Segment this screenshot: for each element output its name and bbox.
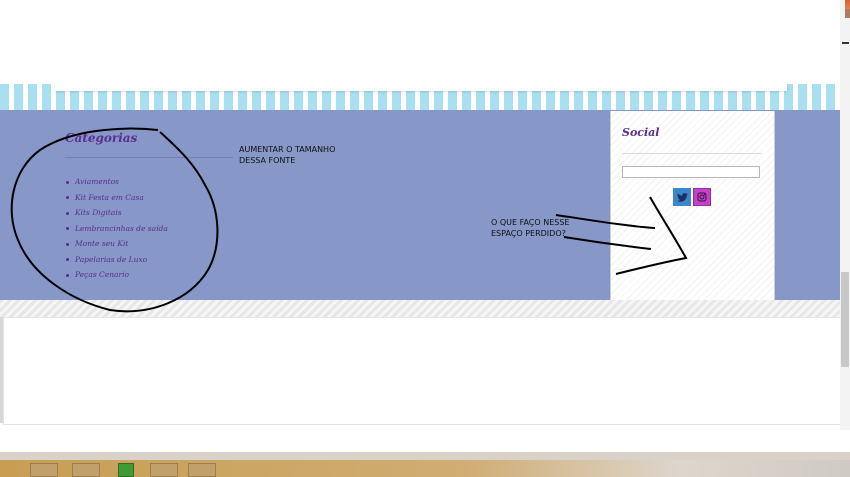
- social-widget: [610, 111, 775, 317]
- list-bullet: [66, 196, 69, 199]
- annotation-empty-space-note: O QUE FAÇO NESSE ESPAÇO PERDIDO?: [491, 218, 570, 238]
- category-link-papelarias[interactable]: Papelarias de Luxo: [66, 252, 168, 268]
- taskbar-item-active[interactable]: [118, 463, 134, 477]
- list-bullet: [66, 211, 69, 215]
- social-search-input[interactable]: [622, 166, 760, 178]
- category-label[interactable]: Aviamentos: [75, 177, 119, 186]
- category-link-pecas-cenario[interactable]: Peças Cenario: [66, 267, 168, 283]
- category-label[interactable]: Lembrancinhas de saída: [75, 223, 168, 233]
- page-top-area: [0, 0, 850, 86]
- category-link-aviamentos[interactable]: Aviamentos: [66, 174, 168, 190]
- annotation-font-size-note: AUMENTAR O TAMANHO DESSA FONTE: [239, 145, 336, 165]
- twitter-button[interactable]: [673, 188, 691, 206]
- vertical-scrollbar[interactable]: [840, 0, 850, 430]
- categories-divider: [65, 157, 233, 158]
- twitter-icon: [676, 192, 688, 202]
- category-label[interactable]: Kits Digitais: [75, 208, 122, 217]
- social-title: Social: [622, 126, 660, 139]
- list-bullet: [66, 227, 69, 230]
- category-label[interactable]: Peças Cenario: [75, 270, 130, 279]
- scrollbar-thumb[interactable]: [841, 272, 849, 367]
- list-bullet: [66, 273, 69, 277]
- list-bullet: [66, 180, 69, 184]
- instagram-button[interactable]: [693, 188, 711, 206]
- category-label[interactable]: Papelarias de Luxo: [75, 254, 148, 264]
- categories-title: Categorias: [65, 131, 138, 145]
- taskbar-item[interactable]: [150, 463, 178, 477]
- category-link-monte-seu-kit[interactable]: Monte seu Kit: [66, 236, 168, 252]
- taskbar-item[interactable]: [72, 463, 100, 477]
- list-bullet: [66, 258, 69, 261]
- category-link-kits-digitais[interactable]: Kits Digitais: [66, 205, 168, 221]
- category-link-lembrancinhas[interactable]: Lembrancinhas de saída: [66, 221, 168, 237]
- instagram-icon: [697, 192, 707, 202]
- category-label[interactable]: Kit Festa em Casa: [75, 192, 144, 202]
- content-card-bottom-edge: [55, 84, 787, 91]
- taskbar-item[interactable]: [188, 463, 216, 477]
- content-left-edge: [0, 317, 3, 423]
- list-bullet: [66, 242, 69, 246]
- category-link-kit-festa-em-casa[interactable]: Kit Festa em Casa: [66, 190, 168, 206]
- social-divider: [622, 153, 762, 154]
- bottom-content-area: [3, 317, 849, 425]
- footer-bottom-texture: [0, 300, 840, 317]
- corner-line: [842, 42, 849, 44]
- corner-window-button-shade: [845, 9, 850, 18]
- category-label[interactable]: Monte seu Kit: [75, 239, 129, 248]
- categories-list: Aviamentos Kit Festa em Casa Kits Digita…: [66, 174, 168, 283]
- taskbar-item[interactable]: [30, 463, 58, 477]
